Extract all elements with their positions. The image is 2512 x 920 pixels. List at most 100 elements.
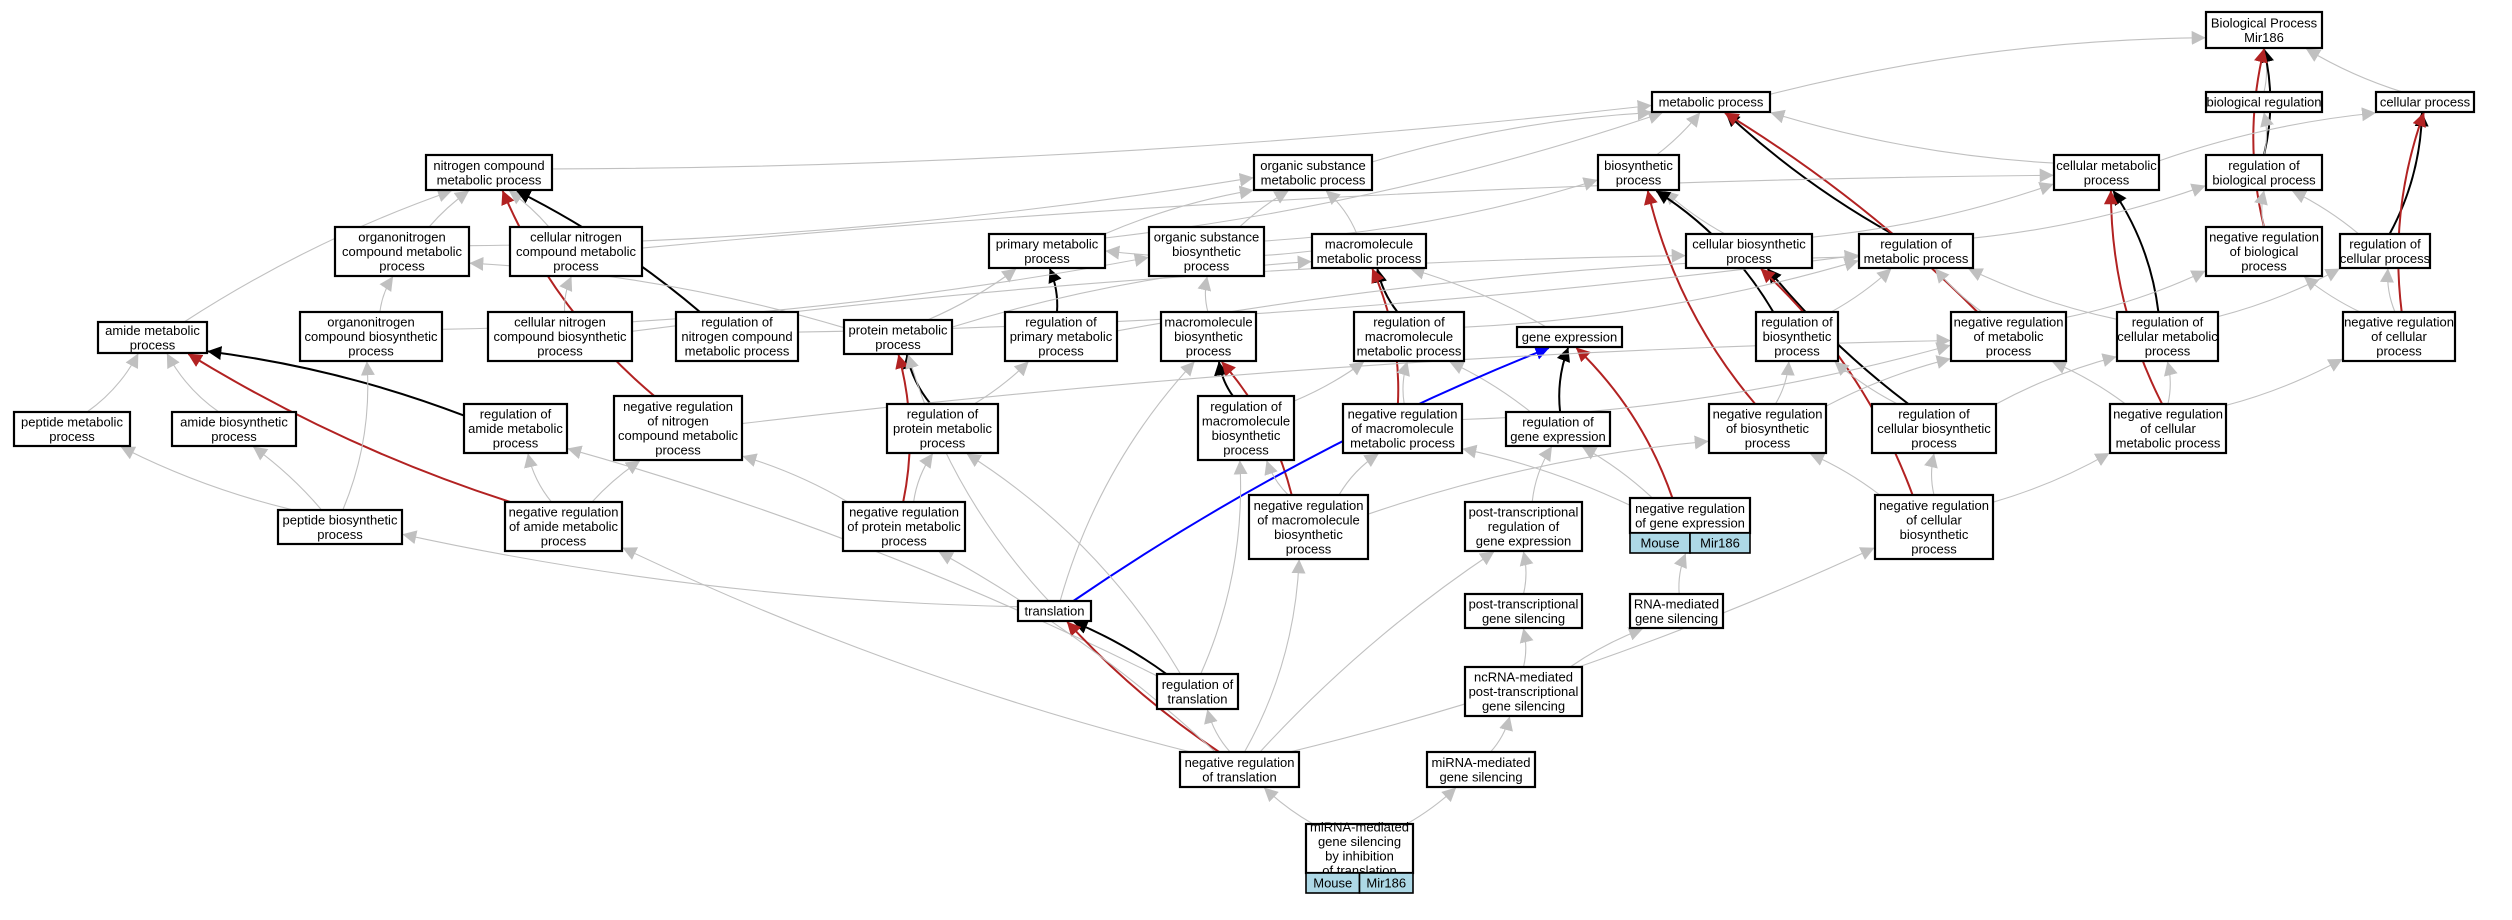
- go-term-node-regmacrobio[interactable]: regulation ofmacromoleculebiosyntheticpr…: [1196, 394, 1296, 462]
- node-tag-label: Mouse: [1640, 536, 1679, 551]
- node-label-line: process: [1745, 436, 1791, 451]
- node-box: [1628, 592, 1725, 630]
- node-tag-label: Mir186: [1700, 536, 1740, 551]
- node-label-line: metabolic process: [1261, 172, 1366, 187]
- node-label-line: cellular metabolic: [2117, 329, 2218, 344]
- go-term-node-metabolic[interactable]: metabolic process: [1650, 90, 1772, 114]
- node-box: [1147, 225, 1266, 278]
- edge-is-a-cellbio-to-cellmet: [1811, 181, 2054, 238]
- node-box: [1596, 153, 1681, 192]
- node-box: [612, 394, 744, 462]
- node-label-line: regulation of: [701, 315, 773, 330]
- node-box: [2374, 90, 2476, 114]
- go-term-node-translation[interactable]: translation: [1016, 599, 1093, 623]
- node-label-line: cellular process: [2380, 95, 2471, 110]
- node-label-line: regulation of: [2349, 236, 2421, 251]
- node-label-line: biosynthetic: [1174, 329, 1243, 344]
- edge-is-a-regcellbio-to-regcellmet: [1995, 353, 2117, 405]
- edge-is-a-negregprot-to-regprot: [913, 453, 933, 503]
- node-label-line: metabolic process: [1659, 95, 1764, 110]
- edge-is-a-negregcellbio-to-negregbiosyn: [1809, 452, 1881, 496]
- node-box: [1310, 232, 1428, 270]
- node-label-line: gene expression: [1476, 534, 1571, 549]
- node-label-line: organic substance: [1154, 230, 1260, 245]
- edge-is-a-negreggeneexp-to-reggeneexp: [1581, 446, 1653, 499]
- go-term-node-bioreg[interactable]: biological regulation: [2204, 90, 2324, 114]
- edge-is-a-biosyn-to-metabolic: [1656, 112, 1701, 156]
- node-label-line: negative regulation: [623, 399, 733, 414]
- node-label-line: macromolecule: [1325, 236, 1413, 251]
- node-label-line: process: [1911, 541, 1957, 556]
- go-term-node-geneexp[interactable]: gene expression: [1515, 325, 1624, 349]
- node-label-line: process: [2241, 259, 2287, 274]
- node-box: [885, 402, 1000, 455]
- node-label-line: process: [1774, 344, 1820, 359]
- edge-is-a-orgnitro-to-nitrogen: [428, 190, 470, 228]
- node-box: [1352, 310, 1466, 363]
- node-label-line: negative regulation: [1713, 407, 1823, 422]
- edge-is-a-regcellmet-to-regmet: [1968, 268, 2118, 320]
- node-label-line: macromolecule: [1202, 413, 1290, 428]
- node-label-line: process: [1223, 442, 1269, 457]
- go-term-node-cellular[interactable]: cellular process: [2374, 90, 2476, 114]
- node-label-line: process: [1186, 344, 1232, 359]
- node-box: [1463, 500, 1584, 553]
- edge-part-of-reggeneexp-to-geneexp: [1556, 347, 1570, 413]
- edge-negatively-regulates-negregcell-to-cellular: [2397, 112, 2426, 313]
- edge-is-a-negregtrans-to-negregamide: [622, 547, 1191, 753]
- node-box: [2341, 310, 2457, 363]
- edge-is-a-negregmacrobio-to-regmacrobio: [1264, 460, 1289, 496]
